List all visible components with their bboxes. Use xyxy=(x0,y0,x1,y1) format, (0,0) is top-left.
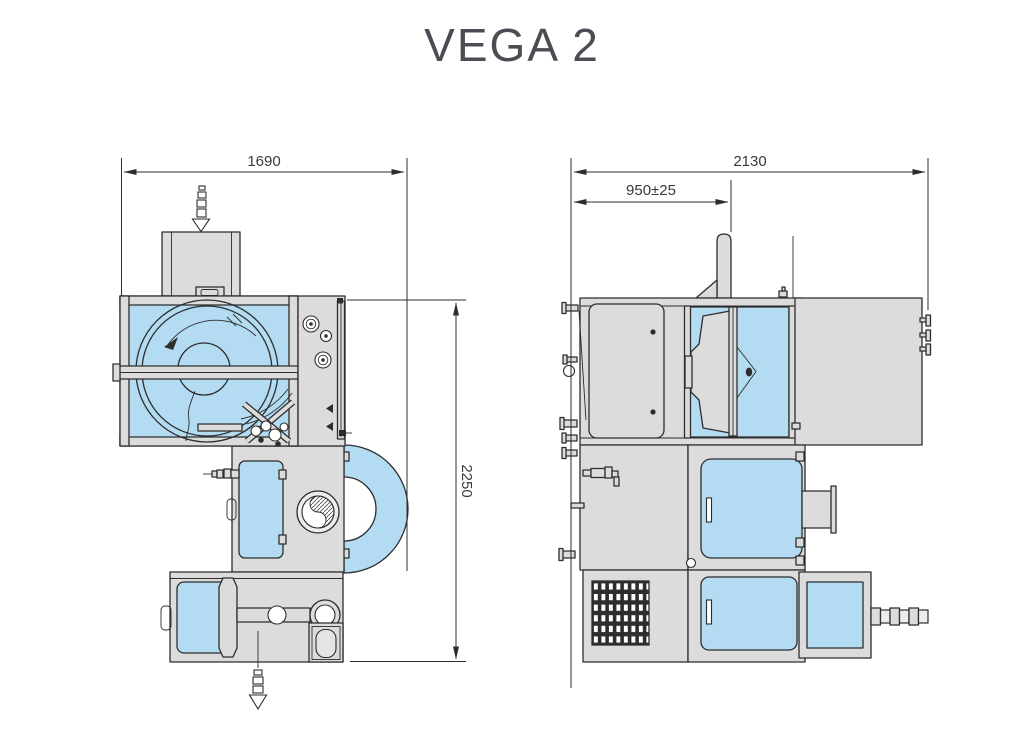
drum-profile xyxy=(684,306,757,437)
knob xyxy=(685,557,697,569)
stub xyxy=(795,537,805,548)
ventilation-grille xyxy=(591,580,650,646)
knob xyxy=(319,329,333,343)
knob xyxy=(314,351,332,369)
water-valve xyxy=(582,466,620,487)
side-bottom-section xyxy=(582,569,929,663)
loading-mechanism xyxy=(197,388,296,447)
stub xyxy=(795,555,805,566)
blower-scroll xyxy=(343,444,409,574)
drum-housing xyxy=(112,295,306,447)
exhaust-duct xyxy=(161,231,241,299)
gusset-bracket xyxy=(695,279,718,299)
base-unit xyxy=(160,571,344,668)
side-bottom-door xyxy=(700,576,798,651)
fittings xyxy=(919,314,932,356)
side-access-door xyxy=(588,303,665,439)
support-column xyxy=(218,577,238,658)
outlet-arrow-icon xyxy=(248,669,268,711)
sight-glass xyxy=(296,490,340,534)
mounting-post xyxy=(716,233,732,299)
filter-box xyxy=(308,622,344,663)
dimension-side-drum-offset: 950±25 xyxy=(573,180,732,232)
spray-valve xyxy=(203,468,240,479)
dimension-front-height: 2250 xyxy=(347,299,475,662)
front-view: 1690 2250 xyxy=(112,153,475,711)
side-middle-section xyxy=(579,444,837,571)
dimension-side-width: 2130 xyxy=(570,153,929,688)
blower-housing-side xyxy=(791,297,932,446)
ribbed-hose xyxy=(870,607,929,626)
side-drum-offset-label: 950±25 xyxy=(626,182,676,199)
side-middle-door xyxy=(700,458,803,559)
rotation-arrow-icon xyxy=(164,313,257,350)
stub xyxy=(791,422,801,430)
pointer-icon xyxy=(326,422,333,431)
inlet-arrow-icon xyxy=(191,185,211,233)
drawing-title: VEGA 2 xyxy=(424,19,600,71)
bolt xyxy=(781,286,786,292)
window-box xyxy=(798,571,872,659)
bolt xyxy=(778,290,788,298)
side-view: 2130 950±25 xyxy=(558,153,932,688)
front-middle-door xyxy=(226,460,287,559)
pointer-icon xyxy=(326,404,333,413)
stub xyxy=(795,451,805,462)
pipe-flange xyxy=(801,485,837,534)
control-panel xyxy=(297,295,352,447)
front-height-label: 2250 xyxy=(458,464,475,497)
side-top-section xyxy=(579,286,803,446)
side-width-label: 2130 xyxy=(733,153,766,170)
dimension-front-width: 1690 xyxy=(121,153,408,571)
knob xyxy=(302,315,320,333)
front-width-label: 1690 xyxy=(247,153,280,170)
support-rail xyxy=(112,363,306,382)
